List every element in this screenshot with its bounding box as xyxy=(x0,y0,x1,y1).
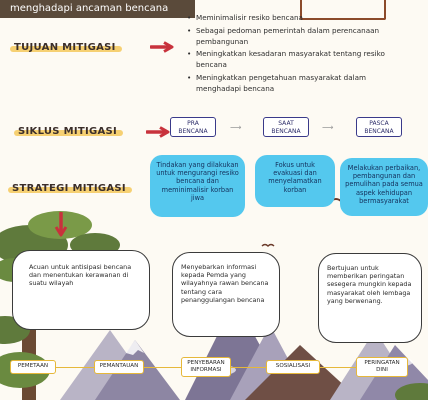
strategi-heading: STRATEGI MITIGASI xyxy=(12,183,126,194)
step-penyebaran-informasi: PENYEBARAN INFORMASI xyxy=(181,357,231,377)
strategi-bubble-penyebaran: Menyebarkan informasi kepada Pemda yang … xyxy=(172,252,280,337)
siklus-arrow-icon xyxy=(146,126,170,138)
stage-label: PRA BENCANA xyxy=(178,120,208,135)
top-banner: menghadapi ancaman bencana xyxy=(0,0,195,18)
stage-saat-bencana: SAAT BENCANA xyxy=(263,117,309,137)
strategi-down-arrow-icon xyxy=(54,212,68,237)
step-peringatan-dini: PERINGATAN DINI xyxy=(356,357,408,377)
stage-description-pra: Tindakan yang dilakukan untuk mengurangi… xyxy=(150,155,245,217)
strategi-bubble-pemetaan: Acuan untuk antisipasi bencana dan menen… xyxy=(12,250,150,330)
stage-pra-bencana: PRA BENCANA xyxy=(170,117,216,137)
tujuan-list: Meminimalisir resiko bencana Sebagai ped… xyxy=(187,13,402,97)
step-pemetaan: PEMETAAN xyxy=(10,360,56,374)
stage-label: PASCA BENCANA xyxy=(364,120,394,135)
tujuan-item: Sebagai pedoman pemerintah dalam perenca… xyxy=(187,26,402,48)
step-pemantauan: PEMANTAUAN xyxy=(94,360,144,374)
tujuan-heading: TUJUAN MITIGASI xyxy=(14,42,116,53)
strategi-bubble-peringatan: Bertujuan untuk memberikan peringatan se… xyxy=(318,253,422,343)
stage-description-pasca: Melakukan perbaikan, pembangunan dan pem… xyxy=(340,158,428,216)
tujuan-item: Meningkatkan kesadaran masyarakat tentan… xyxy=(187,49,402,71)
step-sosialisasi: SOSIALISASI xyxy=(266,360,320,374)
tujuan-item: Meningkatkan pengetahuan masyarakat dala… xyxy=(187,73,402,95)
strategi-heading-wrap: STRATEGI MITIGASI xyxy=(8,183,132,194)
stage-arrow-icon: ⟶ xyxy=(230,123,242,132)
stage-pasca-bencana: PASCA BENCANA xyxy=(356,117,402,137)
stage-label: SAAT BENCANA xyxy=(271,120,301,135)
stage-arrow-icon: ⟶ xyxy=(322,123,334,132)
tujuan-arrow-icon xyxy=(150,41,174,53)
tujuan-heading-wrap: TUJUAN MITIGASI xyxy=(10,42,122,53)
stage-description-saat: Fokus untuk evakuasi dan menyelamatkan k… xyxy=(255,155,335,207)
siklus-heading: SIKLUS MITIGASI xyxy=(18,126,118,137)
tujuan-item: Meminimalisir resiko bencana xyxy=(187,13,402,24)
siklus-heading-wrap: SIKLUS MITIGASI xyxy=(14,126,124,137)
